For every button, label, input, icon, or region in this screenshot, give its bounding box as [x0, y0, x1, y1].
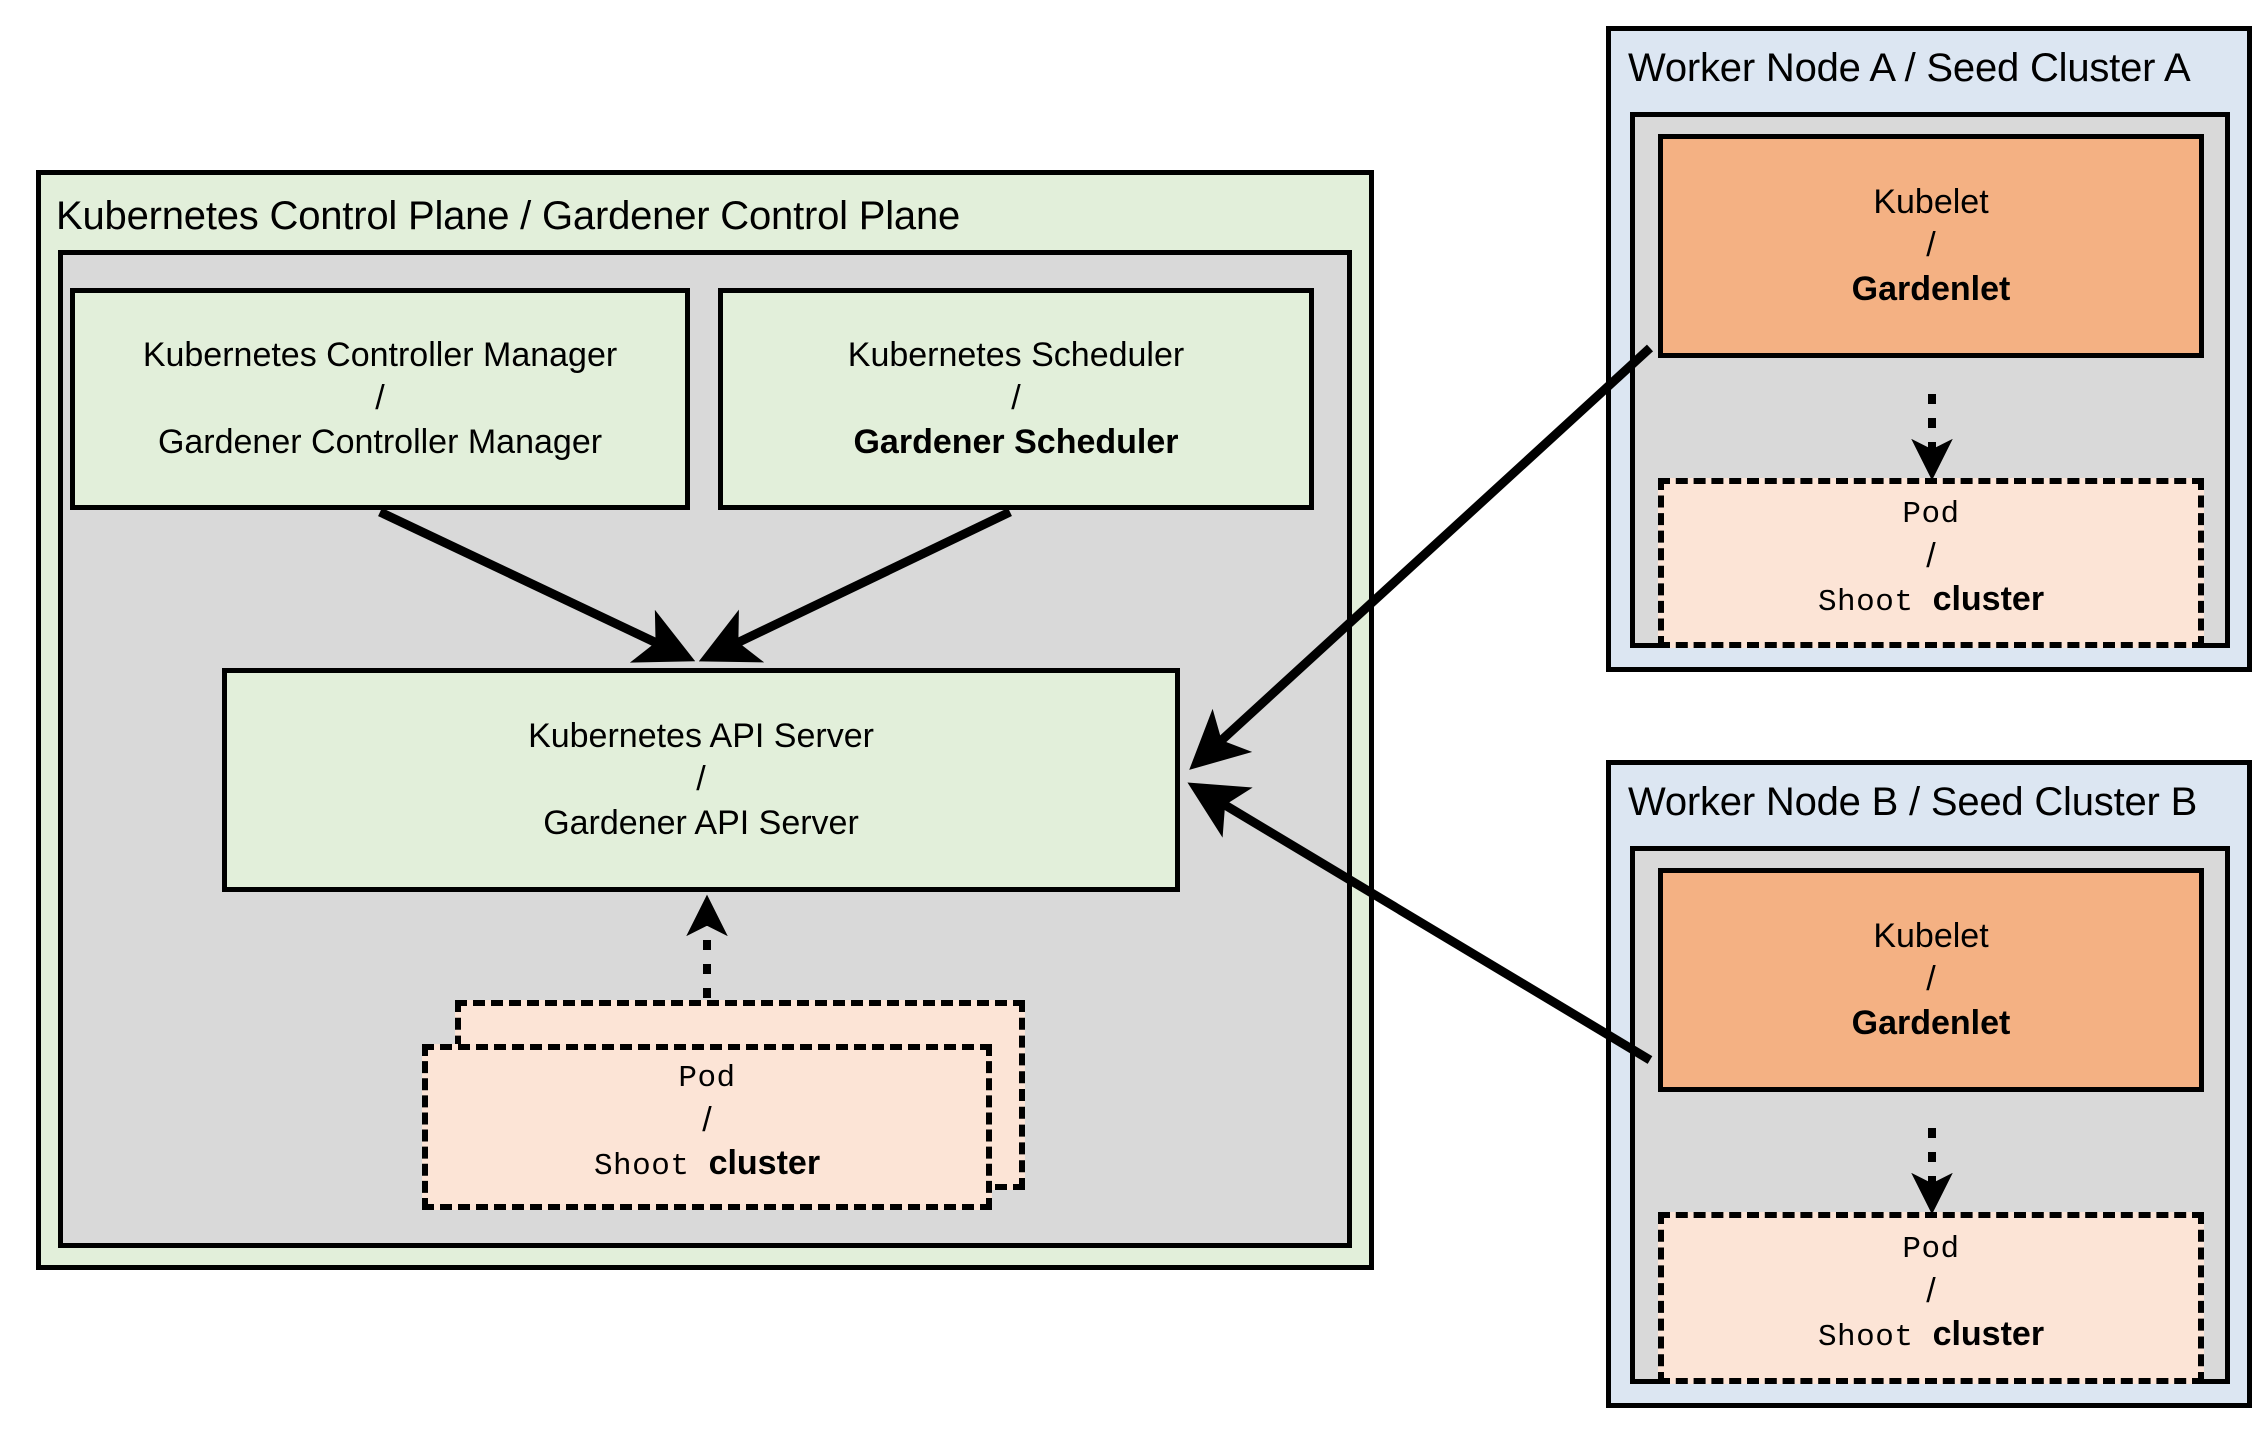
control-plane-pod-box[interactable] [422, 1044, 992, 1210]
control-plane-title: Kubernetes Control Plane / Gardener Cont… [56, 194, 961, 238]
kubernetes-controller-manager-box[interactable] [70, 288, 690, 510]
worker-node-b-title: Worker Node B / Seed Cluster B [1628, 780, 2198, 824]
kubernetes-scheduler-box[interactable] [718, 288, 1314, 510]
worker-node-a-title: Worker Node A / Seed Cluster A [1628, 46, 2191, 90]
worker-a-pod-box[interactable] [1658, 478, 2204, 648]
kubernetes-api-server-box[interactable] [222, 668, 1180, 892]
worker-a-kubelet-box[interactable] [1658, 134, 2204, 358]
worker-b-pod-box[interactable] [1658, 1212, 2204, 1384]
worker-b-kubelet-box[interactable] [1658, 868, 2204, 1092]
